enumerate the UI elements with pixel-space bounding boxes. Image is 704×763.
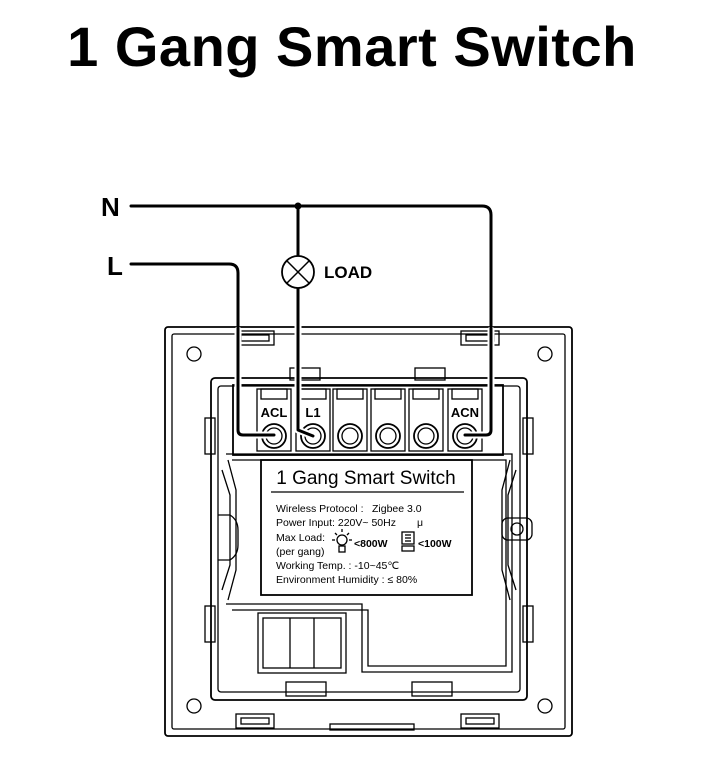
per-gang-label: (per gang)	[276, 546, 324, 558]
environment-humidity: Environment Humidity : ≤ 80%	[276, 574, 417, 586]
wires	[129, 202, 495, 440]
max-load-label: Max Load:	[276, 532, 325, 544]
info-label-card	[260, 459, 473, 596]
power-input: Power Input: 220V~ 50Hz	[276, 517, 396, 529]
wireless-protocol-label: Wireless Protocol :	[276, 503, 364, 515]
card-title: 1 Gang Smart Switch	[276, 468, 456, 489]
incandescent-bulb-icon	[332, 529, 352, 553]
live-wire	[129, 262, 276, 437]
mounting-hole-icon	[186, 698, 202, 714]
terminal-label-acl: ACL	[261, 405, 288, 420]
working-temp: Working Temp. : -10~45℃	[276, 560, 399, 572]
neutral-label: N	[101, 192, 120, 222]
terminal-screw	[408, 388, 444, 452]
neutral-wire	[129, 204, 493, 437]
terminal-label-acn: ACN	[451, 405, 479, 420]
load-wire-out	[296, 286, 315, 438]
bulb-max-load: <800W	[354, 538, 388, 550]
led-icon	[401, 531, 415, 552]
mounting-hole-icon	[537, 346, 553, 362]
lamp-load-icon	[281, 255, 315, 289]
page-title: 1 Gang Smart Switch	[67, 15, 637, 78]
led-max-load: <100W	[418, 538, 452, 550]
terminal-screw	[332, 388, 368, 452]
terminal-screw	[370, 388, 406, 452]
terminal-block	[232, 384, 504, 456]
live-label: L	[107, 251, 123, 281]
load-label: LOAD	[324, 263, 372, 282]
mounting-hole-icon	[186, 346, 202, 362]
mounting-hole-icon	[537, 698, 553, 714]
power-mark: μ	[417, 517, 423, 529]
module-body	[204, 367, 534, 701]
terminal-screw	[256, 388, 292, 452]
terminal-screw	[447, 388, 483, 452]
wireless-protocol-value: Zigbee 3.0	[372, 503, 422, 515]
terminal-label-l1: L1	[305, 405, 320, 420]
